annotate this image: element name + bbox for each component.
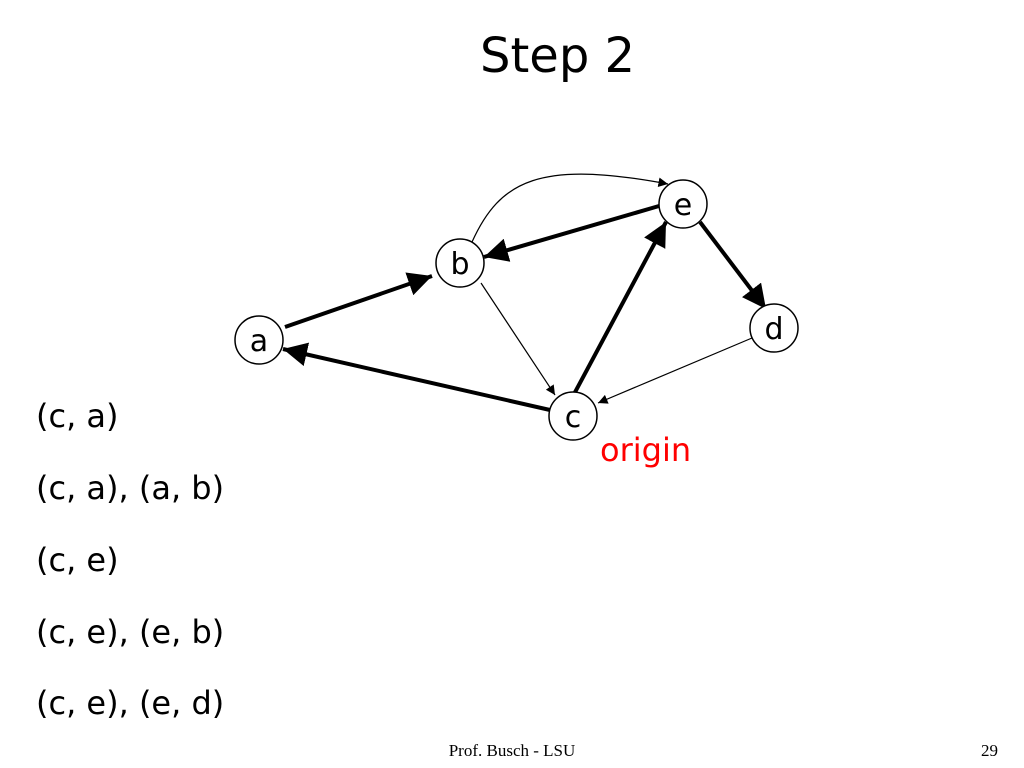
edge-b-e <box>471 173 669 243</box>
path-line: (c, e) <box>36 541 119 579</box>
path-line: (c, a) <box>36 397 119 435</box>
path-line: (c, e), (e, d) <box>36 684 225 722</box>
node-a: a <box>234 315 284 365</box>
node-b: b <box>435 238 485 288</box>
page-number: 29 <box>981 741 998 760</box>
node-c: c <box>548 391 598 441</box>
footer-credit: Prof. Busch - LSU <box>448 741 576 760</box>
node-d-label: d <box>764 312 783 347</box>
node-a-label: a <box>250 324 268 359</box>
node-d: d <box>749 303 799 353</box>
path-line: (c, e), (e, b) <box>36 613 225 651</box>
edge-a-b <box>284 272 433 329</box>
node-e-label: e <box>674 188 692 223</box>
slide-title: Step 2 <box>480 28 636 84</box>
node-c-label: c <box>565 400 582 435</box>
origin-label: origin <box>600 431 691 469</box>
edge-b-c <box>480 282 556 396</box>
node-e: e <box>658 179 708 229</box>
edge-e-d <box>698 220 768 311</box>
edge-c-e <box>571 221 668 397</box>
path-line: (c, a), (a, b) <box>36 469 225 507</box>
edge-e-b <box>483 204 660 262</box>
node-b-label: b <box>450 247 469 282</box>
edge-d-c <box>597 337 753 404</box>
edge-c-a <box>282 342 551 412</box>
